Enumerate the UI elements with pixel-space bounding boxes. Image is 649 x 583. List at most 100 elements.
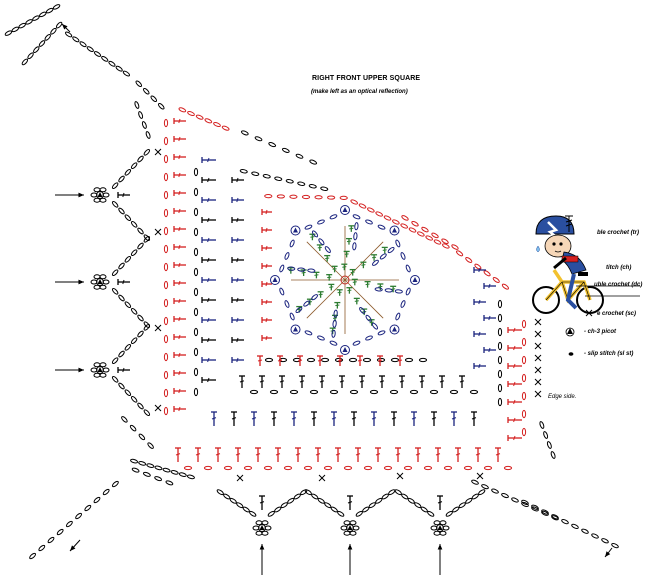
double-crochet-stitch	[455, 447, 461, 462]
chain-stitch	[193, 387, 199, 397]
double-crochet-stitch	[275, 447, 281, 462]
legend-picot-symbol	[565, 327, 575, 337]
double-crochet-stitch	[261, 299, 272, 305]
chain-stitch	[193, 207, 199, 217]
chain-stitch	[320, 186, 329, 191]
chain-stitch	[531, 504, 539, 510]
chain-stitch	[143, 236, 151, 243]
chain-stitch	[309, 389, 319, 395]
chain-stitch	[274, 506, 282, 513]
chain-stitch	[115, 65, 123, 72]
double-crochet-stitch	[357, 355, 363, 366]
chain-stitch	[427, 510, 435, 517]
star-tip	[340, 345, 350, 355]
chain-stitch	[304, 489, 312, 496]
chain-stitch	[279, 264, 285, 273]
chain-stitch	[561, 518, 569, 525]
chain-stitch	[303, 465, 313, 471]
chain-stitch	[4, 30, 13, 36]
double-crochet-stitch	[173, 298, 186, 304]
chain-stitch	[163, 244, 169, 254]
single-crochet-mark	[154, 148, 162, 156]
double-crochet-stitch	[411, 411, 417, 426]
single-crochet-mark	[534, 354, 542, 362]
chain-stitch	[138, 433, 146, 441]
chain-stitch	[154, 465, 163, 471]
chain-stitch	[111, 480, 119, 488]
double-crochet-stitch	[279, 375, 285, 388]
chain-stitch	[371, 259, 379, 266]
chain-stitch	[124, 301, 132, 308]
chain-stitch	[287, 266, 296, 271]
single-crochet-mark	[154, 404, 162, 412]
chain-stitch	[240, 130, 249, 136]
double-crochet-stitch	[353, 297, 360, 305]
chain-stitch	[497, 383, 503, 393]
double-crochet-stitch	[439, 375, 445, 388]
page-title: RIGHT FRONT UPPER SQUARE	[312, 75, 421, 82]
star-arm	[304, 280, 350, 355]
chain-stitch	[330, 506, 338, 513]
chain-stitch	[193, 227, 199, 237]
chain-stitch	[409, 389, 419, 395]
double-crochet-stitch	[173, 190, 186, 196]
chain-stitch	[478, 489, 486, 496]
double-crochet-stitch	[201, 237, 216, 243]
double-crochet-stitch	[507, 399, 522, 405]
chain-stitch	[352, 242, 357, 251]
chain-stitch	[359, 306, 366, 314]
double-crochet-stitch	[201, 297, 216, 303]
chain-stitch	[550, 451, 556, 459]
chain-stitch	[186, 474, 195, 480]
chain-stitch	[443, 465, 453, 471]
chain-stitch	[551, 514, 559, 520]
chain-stitch	[124, 256, 132, 263]
chain-stitch	[333, 309, 338, 318]
chain-stitch	[285, 179, 294, 184]
double-crochet-stitch	[328, 283, 335, 291]
rounds	[117, 118, 527, 510]
double-crochet-stitch	[271, 411, 277, 426]
double-crochet-stitch	[315, 447, 321, 462]
chain-stitch	[521, 337, 527, 347]
chain-stitch	[118, 207, 125, 215]
double-crochet-stitch	[173, 352, 186, 358]
chain-stitch	[45, 7, 54, 14]
star-arm	[345, 275, 420, 321]
chain-stitch	[417, 231, 425, 237]
chain-stitch	[429, 389, 439, 395]
chain-stitch	[163, 316, 169, 326]
chain-stitch	[154, 476, 163, 482]
chain-stitch	[497, 299, 503, 309]
chain-stitch	[324, 502, 332, 509]
double-crochet-stitch	[231, 237, 244, 243]
chain-stitch	[163, 154, 169, 164]
chain-stitch	[86, 46, 94, 53]
double-crochet-stitch	[239, 375, 245, 388]
chain-stitch	[481, 484, 489, 490]
picot-motif	[252, 520, 272, 536]
double-crochet-stitch	[173, 244, 186, 250]
double-crochet-stitch	[317, 291, 324, 298]
chain-stitch	[163, 298, 169, 308]
double-crochet-stitch	[173, 406, 186, 412]
chain-stitch	[75, 512, 83, 520]
chain-stitch	[50, 27, 57, 35]
chain-stitch	[497, 313, 503, 323]
chain-stitch	[362, 506, 370, 513]
chain-stitch	[29, 552, 37, 560]
direction-arrow-icon	[69, 539, 81, 552]
chain-stitch	[163, 208, 169, 218]
double-crochet-stitch	[201, 377, 216, 383]
chain-stitch	[130, 458, 139, 464]
chain-stitch	[280, 502, 288, 509]
chain-stitches	[4, 4, 619, 560]
chain-stitch	[309, 159, 318, 165]
chain-stitch	[571, 523, 579, 530]
double-crochet-stitch	[231, 297, 244, 303]
star-tip	[340, 205, 350, 215]
chain-stitch	[492, 277, 500, 283]
double-crochet-stitch	[231, 317, 244, 323]
chain-stitch	[32, 15, 40, 21]
chain-stitch	[178, 107, 187, 113]
